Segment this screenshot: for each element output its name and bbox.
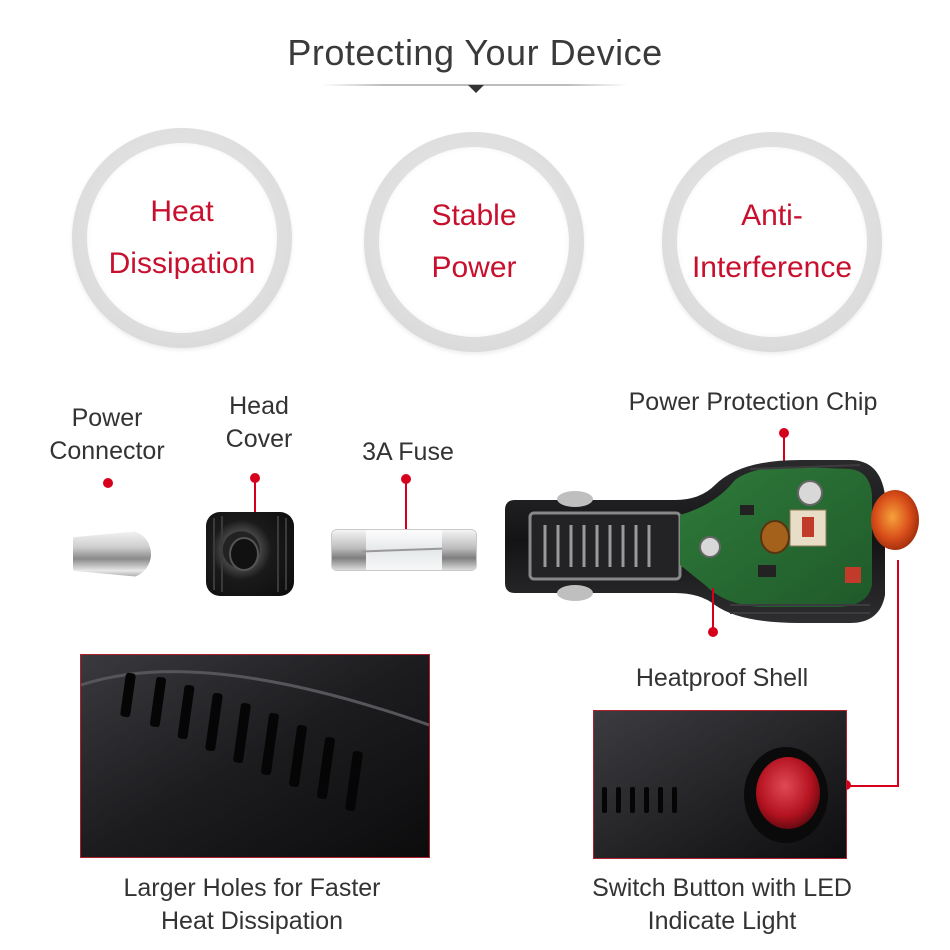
charger-body (505, 460, 919, 623)
feature-anti-interference: Anti- Interference (662, 132, 882, 352)
feature-line: Stable (431, 199, 517, 232)
feature-line: Anti- (741, 199, 803, 232)
marker-dot (708, 627, 718, 637)
feature-stable-power: Stable Power (364, 132, 584, 352)
leader-line (897, 560, 899, 786)
switch-button-photo (593, 710, 847, 859)
label-head-cover: Head Cover (225, 392, 293, 453)
fuse-part (331, 529, 477, 571)
feature-line: Interference (691, 251, 853, 284)
marker-dot (779, 428, 789, 438)
head-cover-part (206, 512, 294, 596)
heat-holes-photo (80, 654, 430, 858)
feature-line: Heat (150, 195, 214, 228)
marker-dot (250, 473, 260, 483)
leader-line (405, 483, 407, 537)
page-title: Protecting Your Device (287, 32, 663, 73)
marker-dot (401, 474, 411, 484)
label-fuse: 3A Fuse (362, 438, 454, 466)
caption-heat-holes: Larger Holes for Faster Heat Dissipation (123, 874, 381, 935)
label-power-protection-chip: Power Protection Chip (628, 388, 878, 416)
leader-line (712, 588, 714, 628)
feature-line: Power (431, 251, 517, 284)
label-heatproof-shell: Heatproof Shell (635, 664, 809, 692)
power-connector-part (73, 530, 151, 578)
leader-line (254, 482, 256, 522)
label-power-connector: Power Connector (49, 404, 165, 465)
caption-switch-button: Switch Button with LED Indicate Light (592, 874, 852, 935)
marker-dot (103, 478, 113, 488)
feature-heat-dissipation: Heat Dissipation (72, 128, 292, 348)
caret-down-icon (468, 85, 484, 93)
feature-line: Dissipation (108, 247, 256, 280)
leader-line (850, 785, 899, 787)
